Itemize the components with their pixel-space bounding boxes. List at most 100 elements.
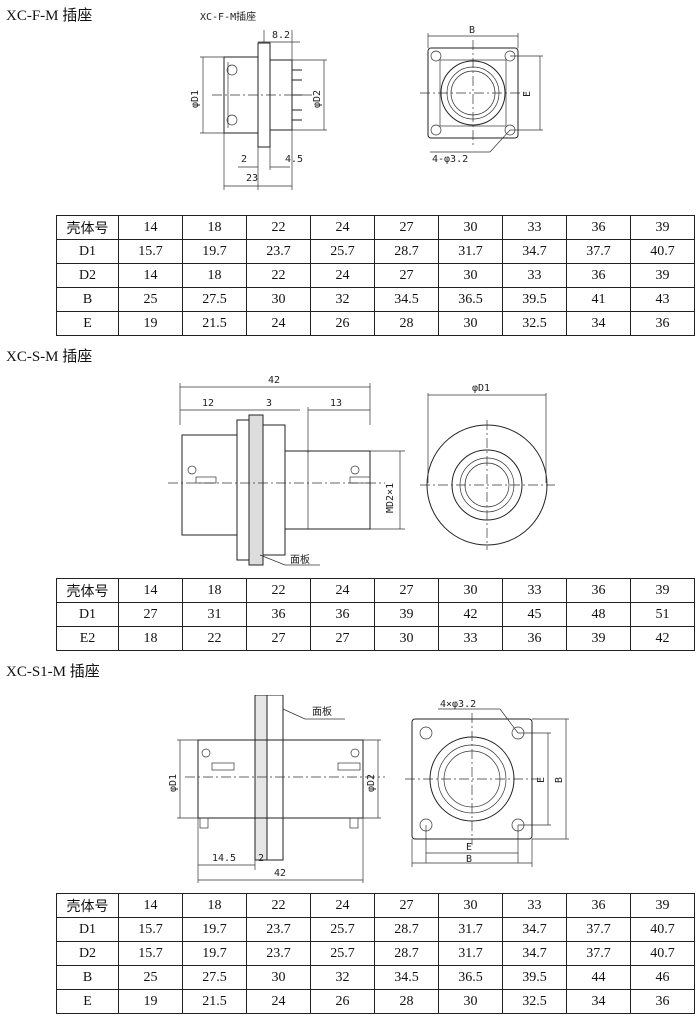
svg-text:4.5: 4.5 (285, 154, 303, 165)
table-cell: 32 (310, 965, 375, 990)
row-header-cell: D2 (56, 263, 119, 288)
drawing-xc-s-m: 42 12 3 13 MD2×1 面板 (0, 365, 700, 575)
table-cell: 31.7 (438, 917, 503, 942)
table-cell: 30 (438, 893, 503, 918)
table-cell: 36 (630, 989, 695, 1014)
table-cell: 34 (566, 989, 631, 1014)
table-cell: 26 (310, 989, 375, 1014)
table-cell: 18 (182, 215, 247, 240)
table-cell: 15.7 (118, 917, 183, 942)
svg-text:φD2: φD2 (366, 774, 377, 792)
table-cell: 27 (246, 626, 311, 651)
table-cell: 30 (438, 578, 503, 603)
front-view-xc-s1-m: 4×φ3.2 E B E B (405, 699, 569, 867)
table-cell: 14 (118, 215, 183, 240)
table-cell: 24 (246, 989, 311, 1014)
table-cell: 33 (438, 626, 503, 651)
table-cell: 39.5 (502, 965, 567, 990)
table-cell: 25.7 (310, 917, 375, 942)
svg-text:23: 23 (246, 173, 258, 184)
table-cell: 21.5 (182, 989, 247, 1014)
table-cell: 36 (566, 578, 631, 603)
table-cell: 31.7 (438, 239, 503, 264)
table-cell: 34 (566, 311, 631, 336)
row-header-cell: D1 (56, 602, 119, 627)
table-cell: 39 (630, 893, 695, 918)
section-title-xc-s-m: XC-S-M 插座 (6, 349, 93, 365)
side-view-xc-s1-m: 面板 φD1 φD2 14.5 2 42 (168, 695, 385, 883)
drawing-xc-s1-m: 面板 φD1 φD2 14.5 2 42 4×φ3.2 E (0, 695, 700, 890)
svg-text:φD1: φD1 (168, 774, 179, 792)
row-header-cell: 壳体号 (56, 578, 119, 603)
table-cell: 40.7 (630, 941, 695, 966)
table-cell: 28.7 (374, 917, 439, 942)
table-cell: 36 (566, 263, 631, 288)
table-cell: 46 (630, 965, 695, 990)
table-cell: 27 (118, 602, 183, 627)
svg-text:12: 12 (202, 398, 214, 409)
table-cell: 37.7 (566, 917, 631, 942)
table-cell: 14 (118, 263, 183, 288)
table-cell: 40.7 (630, 239, 695, 264)
table-cell: 48 (566, 602, 631, 627)
table-cell: 19.7 (182, 239, 247, 264)
svg-text:B: B (554, 777, 565, 783)
row-header-cell: D1 (56, 239, 119, 264)
table-cell: 22 (182, 626, 247, 651)
svg-text:φD1: φD1 (472, 383, 490, 394)
table-cell: 19 (118, 989, 183, 1014)
table-cell: 24 (310, 893, 375, 918)
table-cell: 30 (438, 311, 503, 336)
table-cell: 18 (182, 578, 247, 603)
table-cell: 25.7 (310, 941, 375, 966)
svg-text:MD2×1: MD2×1 (385, 483, 396, 513)
table-cell: 44 (566, 965, 631, 990)
table-cell: 27 (374, 893, 439, 918)
row-header-cell: E (56, 989, 119, 1014)
svg-text:4×φ3.2: 4×φ3.2 (440, 699, 476, 710)
table-cell: 37.7 (566, 239, 631, 264)
table-cell: 25 (118, 965, 183, 990)
table-cell: 22 (246, 263, 311, 288)
table-cell: 19.7 (182, 941, 247, 966)
table-cell: 22 (246, 578, 311, 603)
svg-text:4-φ3.2: 4-φ3.2 (432, 154, 468, 165)
row-header-cell: B (56, 287, 119, 312)
svg-text:φD2: φD2 (312, 90, 323, 108)
table-cell: 14 (118, 578, 183, 603)
table-cell: 36 (566, 215, 631, 240)
table-cell: 28 (374, 311, 439, 336)
table-cell: 27.5 (182, 287, 247, 312)
side-view-xc-f-m: 8.2 φD1 φD2 2 4.5 23 (190, 30, 327, 190)
table-cell: 36 (502, 626, 567, 651)
table-cell: 15.7 (118, 941, 183, 966)
svg-text:E: E (522, 91, 533, 97)
table-cell: 27 (374, 578, 439, 603)
table-cell: 19.7 (182, 917, 247, 942)
svg-text:3: 3 (266, 398, 272, 409)
svg-text:φD1: φD1 (190, 90, 201, 108)
svg-text:8.2: 8.2 (272, 30, 290, 41)
table-cell: 34.7 (502, 917, 567, 942)
table-cell: 31 (182, 602, 247, 627)
row-header-cell: 壳体号 (56, 893, 119, 918)
table-cell: 23.7 (246, 941, 311, 966)
table-cell: 37.7 (566, 941, 631, 966)
row-header-cell: 壳体号 (56, 215, 119, 240)
svg-text:E: E (536, 777, 547, 783)
table-cell: 18 (182, 893, 247, 918)
table-cell: 24 (246, 311, 311, 336)
table-cell: 39 (630, 263, 695, 288)
table-cell: 19 (118, 311, 183, 336)
table-cell: 36 (246, 602, 311, 627)
table-cell: 24 (310, 578, 375, 603)
